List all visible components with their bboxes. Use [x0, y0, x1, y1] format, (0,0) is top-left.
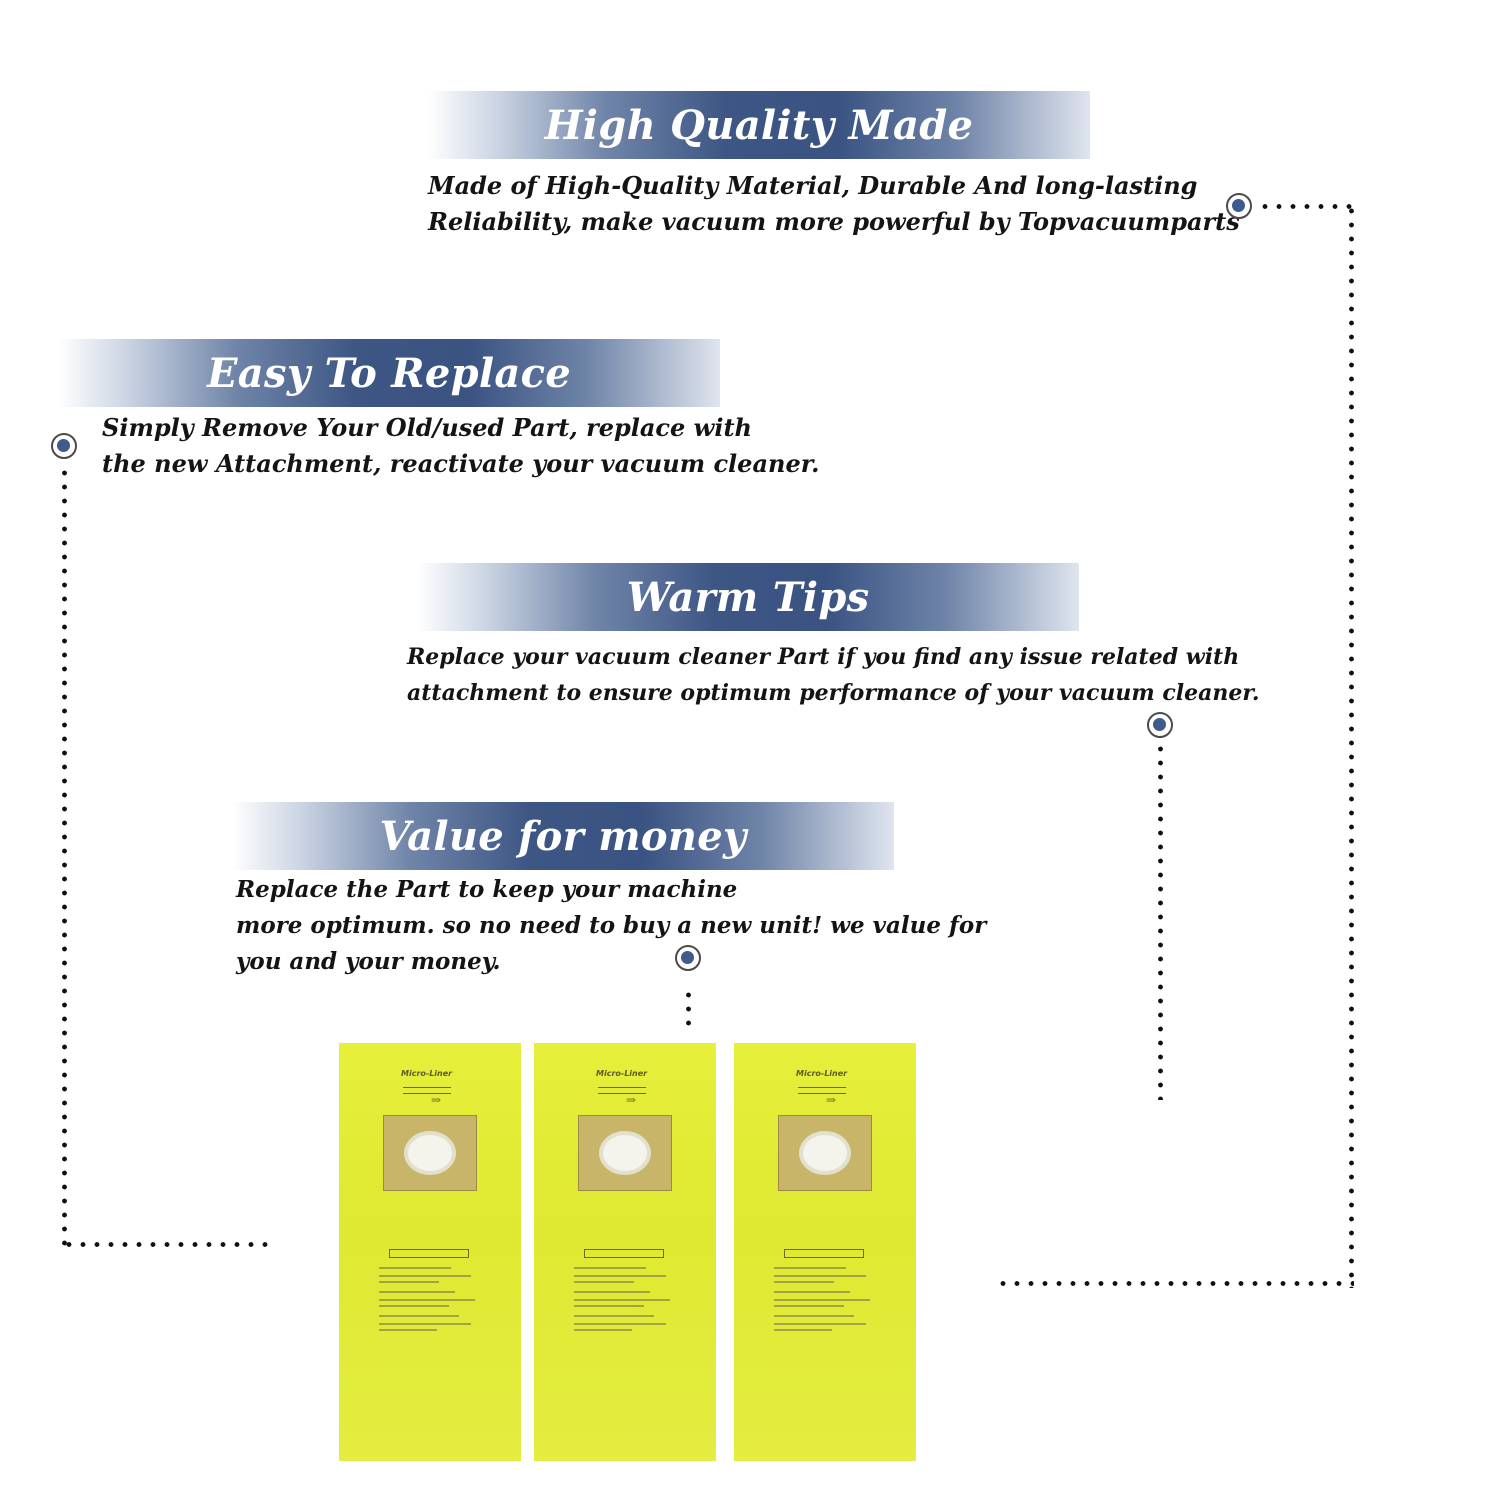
bag-print-line: [574, 1267, 646, 1269]
bag-opening: [599, 1131, 651, 1175]
bag-type-box: [389, 1249, 469, 1258]
bag-collar: [383, 1115, 477, 1191]
description-line: Reliability, make vacuum more powerful b…: [428, 207, 1240, 236]
bag-print-line: [379, 1329, 437, 1331]
bag-print-line: [574, 1305, 644, 1307]
banner-value-for-money: Value for money: [232, 802, 894, 870]
connector-node: [1147, 712, 1173, 738]
bag-logo-stripe: [798, 1087, 846, 1094]
dotted-connector: [1349, 204, 1354, 1288]
vacuum-bag: Micro-Liner ⇒: [534, 1043, 716, 1461]
description-line: Simply Remove Your Old/used Part, replac…: [102, 413, 752, 442]
dotted-connector: [686, 988, 691, 1034]
description-line: Replace your vacuum cleaner Part if you …: [407, 644, 1240, 670]
description-line: Made of High-Quality Material, Durable A…: [428, 171, 1198, 200]
bag-print-line: [574, 1323, 666, 1325]
bag-print-line: [574, 1299, 670, 1301]
bag-print-line: [379, 1305, 449, 1307]
bag-logo-stripe: [403, 1087, 451, 1094]
bag-print-line: [379, 1291, 455, 1293]
description-line: attachment to ensure optimum performance…: [407, 680, 1260, 706]
vacuum-bag: Micro-Liner ⇒: [734, 1043, 916, 1461]
bag-collar: [778, 1115, 872, 1191]
bag-print-line: [774, 1275, 866, 1277]
section-description: Replace the Part to keep your machine mo…: [236, 872, 986, 980]
bag-brand-label: Micro-Liner: [796, 1069, 848, 1078]
bag-print-line: [774, 1267, 846, 1269]
bag-print-line: [774, 1315, 854, 1317]
vacuum-bag: Micro-Liner ⇒: [339, 1043, 521, 1461]
dotted-connector: [1158, 742, 1163, 1100]
bag-print-line: [574, 1291, 650, 1293]
bag-print-line: [774, 1305, 844, 1307]
bag-print-line: [379, 1299, 475, 1301]
bag-type-box: [584, 1249, 664, 1258]
bag-print-line: [774, 1281, 834, 1283]
arrow-icon: ⇒: [626, 1093, 637, 1107]
section-title: Easy To Replace: [207, 349, 571, 397]
connector-node: [1226, 193, 1252, 219]
section-title: Warm Tips: [626, 573, 870, 621]
bag-print-line: [379, 1281, 439, 1283]
bag-print-line: [774, 1329, 832, 1331]
bag-print-line: [774, 1291, 850, 1293]
bag-print-line: [379, 1275, 471, 1277]
connector-node: [51, 433, 77, 459]
description-line: more optimum. so no need to buy a new un…: [236, 912, 987, 939]
banner-easy-to-replace: Easy To Replace: [58, 339, 720, 407]
bag-print-line: [574, 1329, 632, 1331]
bag-print-line: [574, 1275, 666, 1277]
description-line: you and your money.: [236, 948, 501, 975]
bag-brand-label: Micro-Liner: [596, 1069, 648, 1078]
section-title: High Quality Made: [544, 101, 974, 149]
connector-node: [675, 945, 701, 971]
bag-print-line: [379, 1323, 471, 1325]
bag-print-line: [774, 1323, 866, 1325]
banner-warm-tips: Warm Tips: [417, 563, 1079, 631]
bag-print-line: [379, 1267, 451, 1269]
section-description: Replace your vacuum cleaner Part if you …: [407, 639, 1260, 711]
dotted-connector: [62, 466, 67, 1248]
bag-print-line: [379, 1315, 459, 1317]
dotted-connector: [62, 1242, 268, 1247]
dotted-connector: [1258, 204, 1354, 209]
bag-type-box: [784, 1249, 864, 1258]
banner-high-quality-made: High Quality Made: [428, 91, 1090, 159]
description-line: the new Attachment, reactivate your vacu…: [102, 449, 820, 478]
bag-opening: [799, 1131, 851, 1175]
arrow-icon: ⇒: [431, 1093, 442, 1107]
bag-print-line: [574, 1281, 634, 1283]
dotted-connector: [996, 1281, 1354, 1286]
bag-print-line: [574, 1315, 654, 1317]
bag-opening: [404, 1131, 456, 1175]
description-line: Replace the Part to keep your machine: [236, 876, 738, 903]
arrow-icon: ⇒: [826, 1093, 837, 1107]
section-title: Value for money: [379, 812, 747, 860]
section-description: Made of High-Quality Material, Durable A…: [428, 168, 1240, 240]
bag-print-line: [774, 1299, 870, 1301]
bag-logo-stripe: [598, 1087, 646, 1094]
section-description: Simply Remove Your Old/used Part, replac…: [102, 410, 820, 482]
bag-collar: [578, 1115, 672, 1191]
bag-brand-label: Micro-Liner: [401, 1069, 453, 1078]
